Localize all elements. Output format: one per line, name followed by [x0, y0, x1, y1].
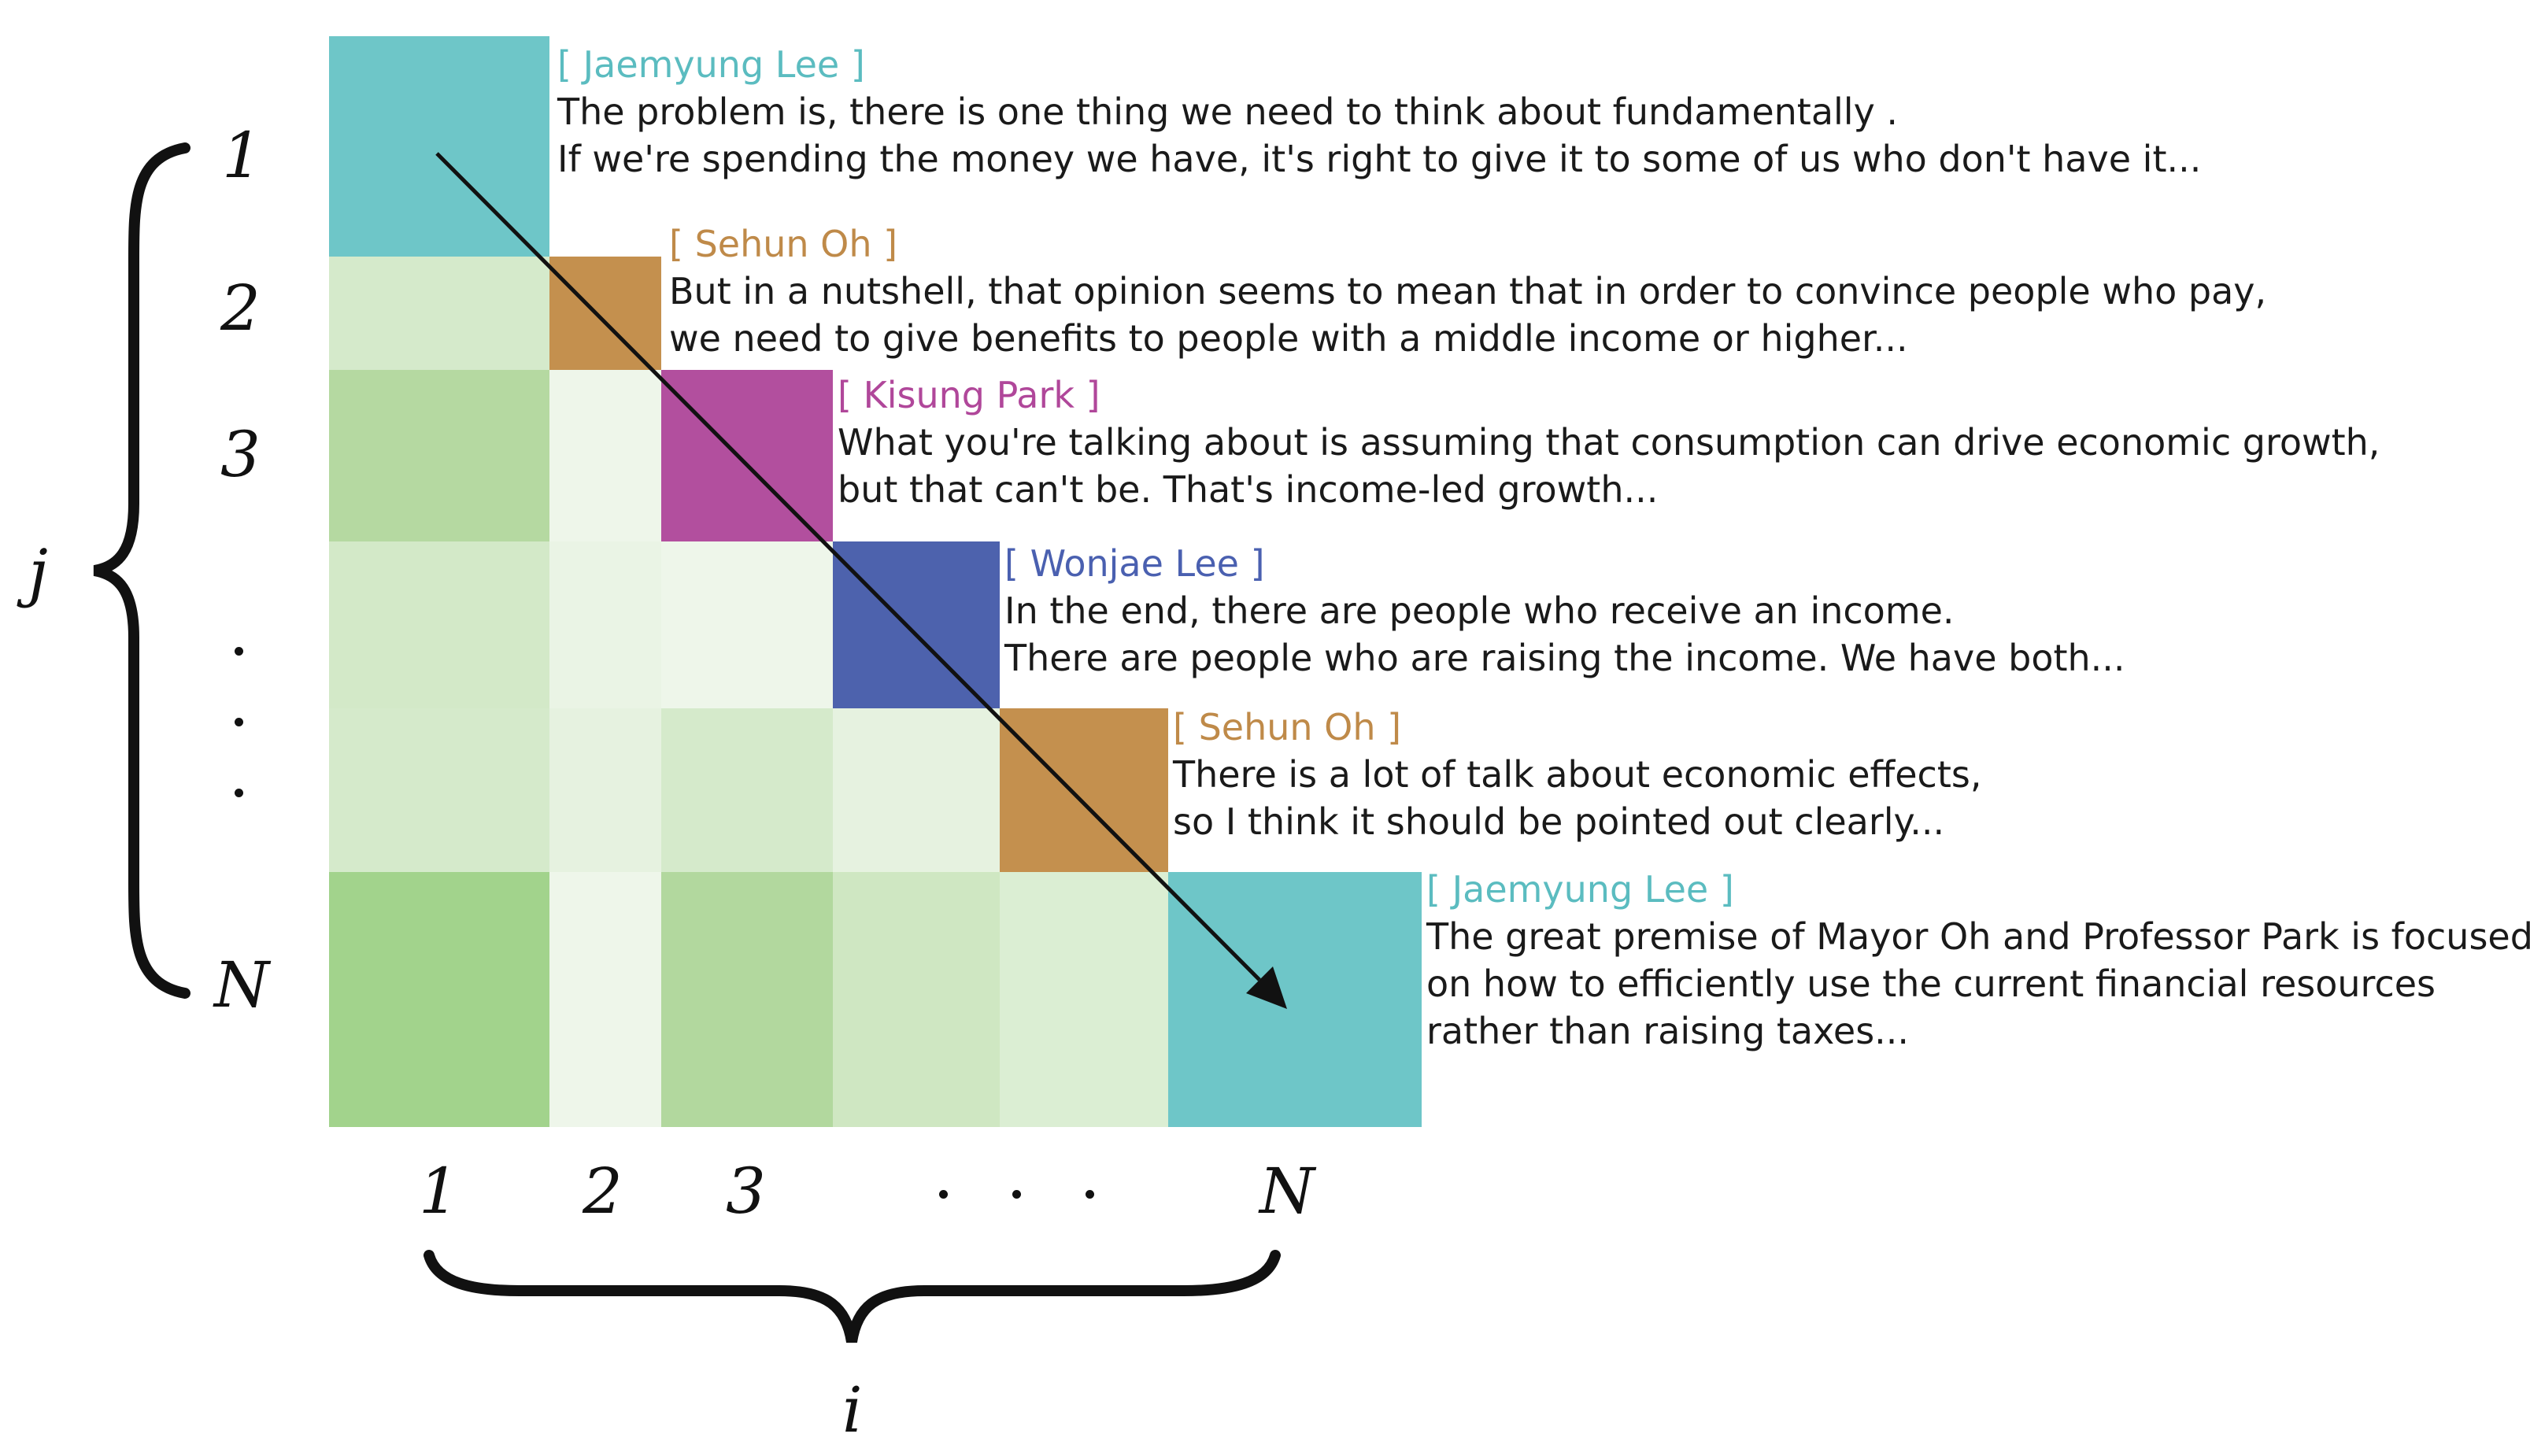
- column-brace: [424, 1250, 1281, 1343]
- utterance-line: If we're spending the money we have, it'…: [557, 138, 2202, 180]
- matrix-cell-r3-c2: [549, 370, 661, 541]
- utterance-line: The great premise of Mayor Oh and Profes…: [1426, 915, 2530, 958]
- utterance-line: so I think it should be pointed out clea…: [1173, 800, 1945, 843]
- utterance-line: In the end, there are people who receive…: [1004, 589, 1955, 632]
- utterance-4: [ Wonjae Lee ] In the end, there are peo…: [1004, 540, 2125, 682]
- matrix-cell-r1-c1: [329, 36, 549, 257]
- utterance-5: [ Sehun Oh ] There is a lot of talk abou…: [1173, 704, 1981, 845]
- speaker-label: [ Sehun Oh ]: [669, 223, 898, 265]
- matrix-cell-r6-c1: [329, 872, 549, 1127]
- col-tick-1: 1: [419, 1155, 459, 1228]
- matrix-cell-r5-c1: [329, 708, 549, 872]
- matrix-cell-r6-c2: [549, 872, 661, 1127]
- matrix-cell-r2-c2: [549, 257, 661, 370]
- matrix-cell-r5-c3: [661, 708, 833, 872]
- row-ellipsis-dot-1: [235, 647, 243, 656]
- matrix-cell-r6-c6: [1168, 872, 1422, 1127]
- matrix-cell-r6-c4: [833, 872, 1000, 1127]
- matrix-cell-r5-c2: [549, 708, 661, 872]
- matrix-cell-r3-c3: [661, 370, 833, 541]
- row-tick-3: 3: [220, 418, 261, 491]
- matrix-cell-r6-c3: [661, 872, 833, 1127]
- utterance-line: we need to give benefits to people with …: [669, 317, 1908, 360]
- utterance-6: [ Jaemyung Lee ] The great premise of Ma…: [1426, 866, 2530, 1055]
- utterance-2: [ Sehun Oh ] But in a nutshell, that opi…: [669, 220, 2266, 362]
- col-tick-n: N: [1259, 1155, 1315, 1228]
- matrix-cell-r6-c5: [1000, 872, 1168, 1127]
- utterance-line: but that can't be. That's income-led gro…: [838, 468, 1659, 511]
- row-variable-j: j: [28, 536, 48, 609]
- row-brace: [93, 142, 190, 999]
- row-ellipsis-dot-3: [235, 789, 243, 797]
- row-tick-n: N: [214, 948, 269, 1022]
- utterance-line: on how to efficiently use the current fi…: [1426, 963, 2436, 1005]
- speaker-label: [ Jaemyung Lee ]: [557, 43, 865, 86]
- matrix-cell-r4-c1: [329, 541, 549, 708]
- speaker-label: [ Sehun Oh ]: [1173, 706, 1402, 748]
- utterance-1: [ Jaemyung Lee ] The problem is, there i…: [557, 41, 2201, 183]
- column-variable-i: i: [842, 1373, 863, 1447]
- speaker-label: [ Kisung Park ]: [838, 374, 1100, 416]
- speaker-label: [ Wonjae Lee ]: [1004, 542, 1265, 585]
- matrix-cell-r4-c2: [549, 541, 661, 708]
- matrix-cell-r5-c5: [1000, 708, 1168, 872]
- utterance-line: There are people who are raising the inc…: [1004, 637, 2125, 679]
- col-tick-3: 3: [726, 1155, 766, 1228]
- diagonal-arrowhead: [1246, 966, 1287, 1009]
- matrix-cell-r3-c1: [329, 370, 549, 541]
- col-ellipsis-dot-1: [939, 1190, 948, 1199]
- utterance-line: But in a nutshell, that opinion seems to…: [669, 270, 2267, 312]
- col-ellipsis-dot-2: [1012, 1190, 1021, 1199]
- matrix-cell-r2-c1: [329, 257, 549, 370]
- utterance-line: What you're talking about is assuming th…: [838, 421, 2380, 464]
- row-tick-2: 2: [220, 272, 261, 345]
- utterance-line: rather than raising taxes...: [1426, 1010, 1910, 1052]
- col-ellipsis-dot-3: [1086, 1190, 1094, 1199]
- row-ellipsis-dot-2: [235, 718, 243, 726]
- diagonal-arrow: [435, 152, 1261, 981]
- speaker-label: [ Jaemyung Lee ]: [1426, 868, 1734, 911]
- utterance-line: The problem is, there is one thing we ne…: [557, 91, 1899, 133]
- utterance-3: [ Kisung Park ] What you're talking abou…: [838, 371, 2380, 513]
- row-tick-1: 1: [222, 119, 262, 192]
- matrix-cell-r4-c3: [661, 541, 833, 708]
- matrix-cell-r5-c4: [833, 708, 1000, 872]
- col-tick-2: 2: [583, 1155, 623, 1228]
- utterance-line: There is a lot of talk about economic ef…: [1173, 753, 1982, 796]
- matrix-cell-r4-c4: [833, 541, 1000, 708]
